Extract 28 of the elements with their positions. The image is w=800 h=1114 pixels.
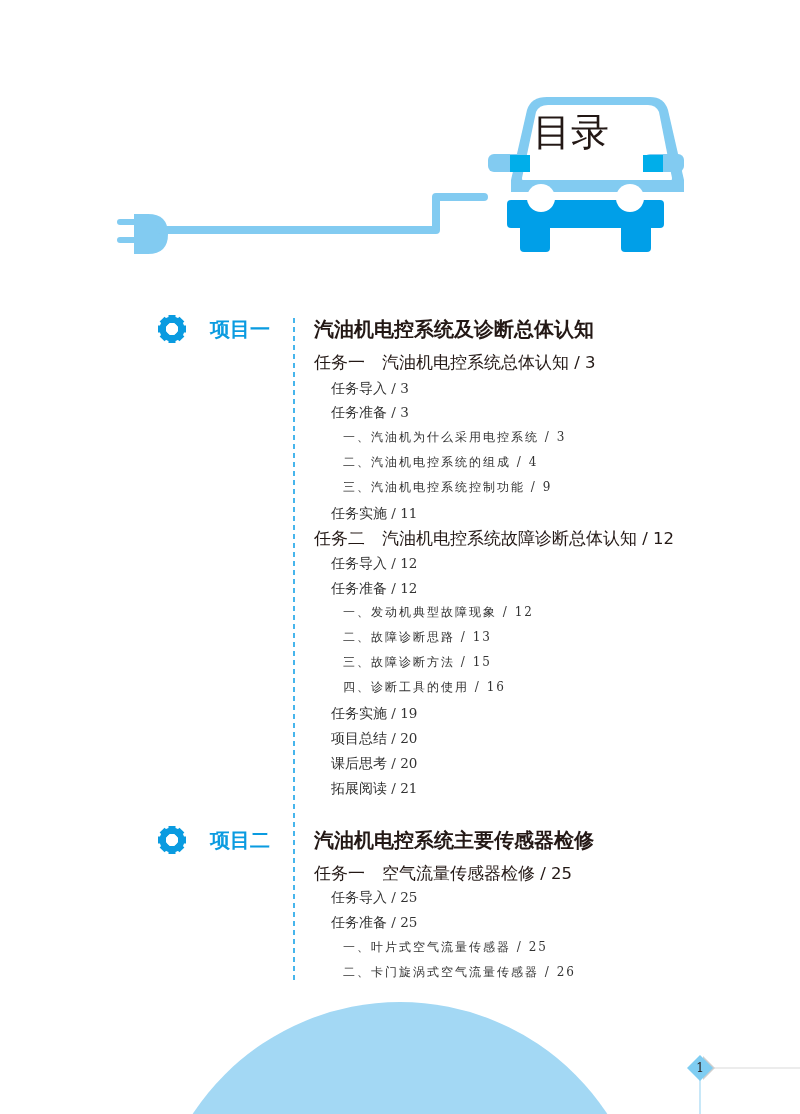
- toc-subentry: 三、故障诊断方法 / 15: [343, 656, 492, 670]
- project-label: 项目一: [210, 317, 270, 341]
- toc-subentry: 一、发动机典型故障现象 / 12: [343, 606, 534, 620]
- toc-entry: 课后思考 / 20: [331, 756, 418, 772]
- toc-subentry: 四、诊断工具的使用 / 16: [343, 681, 506, 695]
- toc-entry: 任务导入 / 3: [331, 381, 409, 397]
- toc-subentry: 二、卡门旋涡式空气流量传感器 / 26: [343, 966, 576, 980]
- toc-subentry: 二、故障诊断思路 / 13: [343, 631, 492, 645]
- task-heading: 任务一 空气流量传感器检修 / 25: [314, 864, 573, 884]
- toc-entry: 任务准备 / 3: [331, 405, 409, 421]
- toc-entry: 任务实施 / 11: [331, 506, 418, 522]
- toc-entry: 任务实施 / 19: [331, 706, 418, 722]
- toc-subentry: 三、汽油机电控系统控制功能 / 9: [343, 481, 553, 495]
- toc-subentry: 一、叶片式空气流量传感器 / 25: [343, 941, 548, 955]
- toc-subentry: 二、汽油机电控系统的组成 / 4: [343, 456, 539, 470]
- project-heading: 汽油机电控系统主要传感器检修: [314, 828, 594, 852]
- title: 目录: [533, 111, 609, 155]
- project-heading: 汽油机电控系统及诊断总体认知: [314, 317, 594, 341]
- toc-entry: 拓展阅读 / 21: [331, 781, 418, 797]
- task-heading: 任务一 汽油机电控系统总体认知 / 3: [314, 353, 596, 373]
- toc-entry: 任务导入 / 12: [331, 556, 418, 572]
- toc-subentry: 一、汽油机为什么采用电控系统 / 3: [343, 431, 567, 445]
- toc-entry: 任务准备 / 25: [331, 915, 418, 931]
- task-heading: 任务二 汽油机电控系统故障诊断总体认知 / 12: [314, 529, 675, 549]
- project-label: 项目二: [210, 828, 270, 852]
- toc-entry: 任务导入 / 25: [331, 890, 418, 906]
- toc-entry: 任务准备 / 12: [331, 581, 418, 597]
- toc-entry: 项目总结 / 20: [331, 731, 418, 747]
